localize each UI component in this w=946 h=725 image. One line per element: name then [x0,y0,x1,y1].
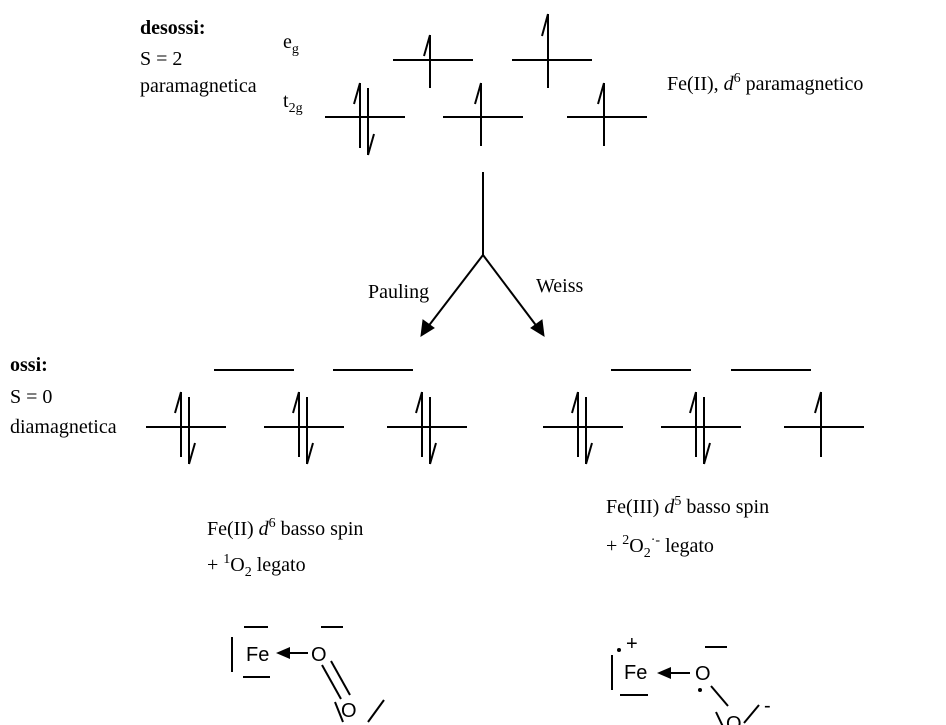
down-spin-arrow [585,397,593,465]
down-spin-arrow [703,397,711,465]
down-spin-arrow [367,88,375,156]
top-eg-levels [393,13,592,88]
up-spin-arrow [292,391,300,457]
minus-charge: - [764,695,771,717]
deoxy-magnetism-label: paramagnetica [140,75,257,97]
pauling-result-line1: Fe(II) d6 basso spin [207,516,363,540]
up-spin-arrow [353,82,361,148]
up-spin-arrow [571,391,579,457]
up-spin-arrow [814,391,822,457]
weiss-result-line2: + 2O2·- legato [606,533,714,561]
up-spin-arrow [174,391,182,457]
plus-charge: + [626,633,638,655]
o-atom-label: O [695,663,711,685]
weiss-levels [543,369,864,465]
weiss-structure: + Fe O O - [611,633,771,725]
t2g-label: t2g [283,90,303,116]
fe-atom-label: Fe [624,662,647,684]
weiss-label: Weiss [536,275,583,297]
up-spin-arrow [597,82,605,146]
deoxy-state-label: desossi: [140,17,206,39]
oxy-state-label: ossi: [10,354,48,376]
down-spin-arrow [429,397,437,465]
pauling-label: Pauling [368,281,429,303]
branch-arrows [420,172,545,337]
up-spin-arrow [541,13,549,88]
oxy-spin-label: S = 0 [10,386,52,408]
down-spin-arrow [188,397,196,465]
pauling-levels [146,369,467,465]
up-spin-arrow [415,391,423,457]
o-atom-label: O [311,644,327,666]
up-spin-arrow [689,391,697,457]
fe-atom-label: Fe [246,644,269,666]
fe2-paramagnetic-label: Fe(II), d6 paramagnetico [667,71,863,95]
o-atom-label: O [341,700,357,722]
top-t2g-levels [325,82,647,156]
weiss-result-line1: Fe(III) d5 basso spin [606,494,769,518]
pauling-result-line2: + 1O2 legato [207,552,306,580]
pauling-structure: Fe O O [231,626,385,723]
eg-label: eg [283,31,299,57]
deoxy-spin-label: S = 2 [140,48,182,70]
up-spin-arrow [474,82,482,146]
oxy-magnetism-label: diamagnetica [10,416,117,438]
up-spin-arrow [423,34,431,88]
down-spin-arrow [306,397,314,465]
o-atom-label: O [726,713,742,725]
